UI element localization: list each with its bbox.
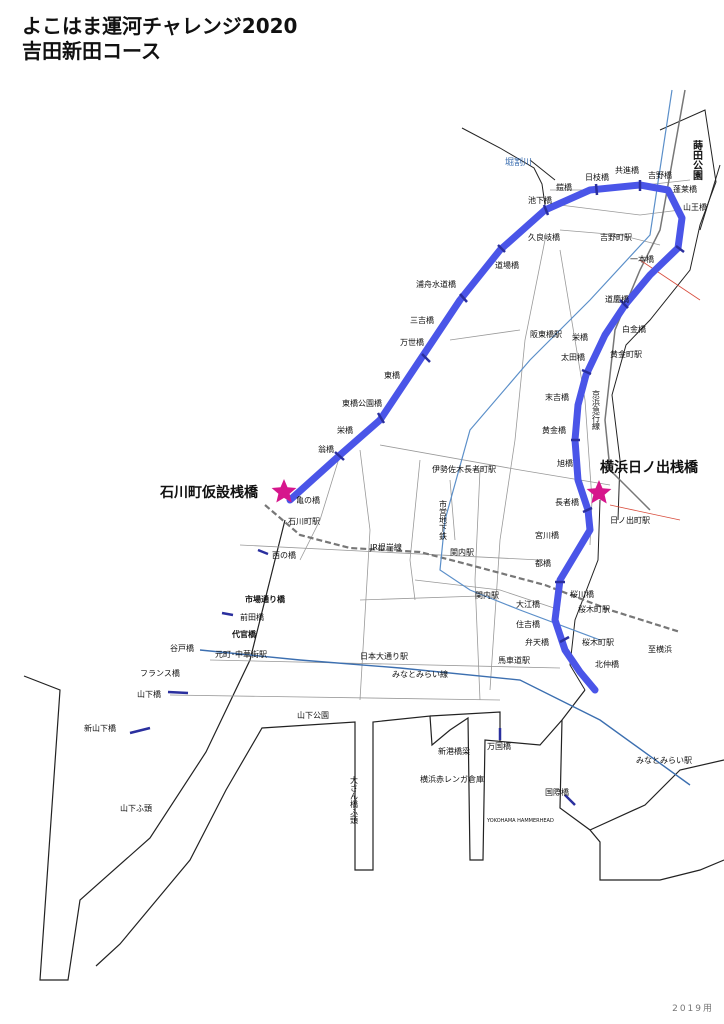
bridge-label: 山王橋	[683, 202, 707, 212]
bridge-label: 一本橋	[630, 254, 654, 264]
line-label-keikyu: 京浜急行線	[592, 389, 601, 430]
bridge-label: 道慶橋	[605, 294, 629, 304]
railways	[199, 89, 701, 786]
station-label: 阪東橋駅	[530, 329, 562, 339]
footer-note: 2019用	[672, 1004, 714, 1014]
bridge-label: 三吉橋	[410, 315, 434, 325]
coastline	[23, 519, 724, 981]
bridge-label: 翁橋	[318, 444, 334, 454]
jr-negishi-line	[264, 504, 681, 634]
station-label: 日本大通り駅	[360, 651, 408, 661]
bridge-label: 代官橋	[231, 629, 257, 639]
bridge-label: 旭橋	[557, 458, 573, 468]
subway-line	[439, 89, 673, 641]
station-labels: 吉野町駅 阪東橋駅 黄金町駅 伊勢佐木長者町駅 日ノ出町駅 石川町駅 関内駅 関…	[215, 233, 692, 765]
start-star-marker	[271, 479, 297, 503]
station-label: 馬車道駅	[498, 655, 530, 665]
area-label-hammerhead: YOKOHAMA HAMMERHEAD	[486, 818, 554, 824]
station-label: 日ノ出町駅	[610, 515, 650, 525]
bridge-label: 鎧橋	[556, 182, 572, 192]
bridge-label: 都橋	[535, 558, 551, 568]
minatomirai-line	[199, 649, 691, 786]
bridge-label: 亀の橋	[296, 495, 320, 505]
area-label-yamashita-pier: 山下ふ頭	[120, 803, 152, 813]
bridge-label: 浦舟水道橋	[416, 279, 456, 289]
bridge-label: 長者橋	[555, 497, 579, 507]
station-label: 関内駅	[450, 547, 474, 557]
bridge-label: 栄橋	[337, 425, 353, 435]
goal-star-marker	[586, 480, 612, 504]
bridge-label: 太田橋	[561, 352, 585, 362]
bridge-label: 共進橋	[615, 165, 639, 175]
station-label: 吉野町駅	[600, 233, 632, 242]
area-label-red-brick: 横浜赤レンガ倉庫	[420, 774, 484, 784]
bridge-label: 谷戸橋	[170, 643, 194, 653]
station-label: 伊勢佐木長者町駅	[432, 464, 496, 474]
station-label: 関内駅	[475, 590, 499, 600]
line-label-jr: JR根岸線	[369, 542, 402, 552]
bridge-label: 栄橋	[572, 332, 588, 342]
bridge-label: 日枝橋	[585, 172, 609, 182]
route-bridge-ticks	[129, 180, 685, 806]
bridge-label: 吉野橋	[648, 170, 672, 180]
line-labels: 京浜急行線 市営地下鉄 JR根岸線 みなとみらい線 至横浜	[369, 389, 672, 679]
bridge-label: 黄金橋	[542, 425, 566, 435]
bridge-label: 万国橋	[487, 741, 511, 751]
bridge-label: 西の橋	[272, 550, 296, 560]
bridge-label: 万世橋	[400, 337, 424, 347]
line-label-subway: 市営地下鉄	[439, 499, 448, 541]
bridge-label: 末吉橋	[545, 392, 569, 402]
area-label-osanbashi: 大さん橋ふ頭	[350, 775, 359, 825]
river-label: 堀割川	[505, 156, 532, 168]
station-label: 元町･中華街駅	[215, 649, 267, 659]
start-point-label: 石川町仮設桟橋	[159, 484, 259, 501]
line-label-to-yokohama: 至横浜	[648, 644, 672, 654]
station-label: 黄金町駅	[610, 349, 642, 359]
station-label: 桜木町駅	[582, 637, 614, 647]
bridge-label: 新港橋梁	[438, 746, 470, 756]
bridge-label: 市場通り橋	[245, 594, 286, 604]
area-labels: 山下公園 大さん橋ふ頭 横浜赤レンガ倉庫 YOKOHAMA HAMMERHEAD…	[120, 710, 554, 825]
title-line-2: 吉田新田コース	[22, 39, 161, 63]
bridge-label: 前田橋	[240, 612, 264, 622]
bridge-label: 新山下橋	[84, 723, 116, 733]
bridge-label: 蓬莱橋	[673, 184, 697, 194]
bridge-label: 住吉橋	[516, 619, 540, 629]
canal-network	[461, 109, 721, 691]
bridge-labels: 日枝橋 共進橋 吉野橋 鎧橋 蓬莱橋 山王橋 池下橋 久良岐橋 道場橋 浦舟水道…	[84, 165, 707, 797]
line-label-minatomirai: みなとみらい線	[392, 669, 448, 679]
bridge-label: 宮川橋	[535, 530, 559, 540]
bridge-label: 桜川橋	[570, 589, 594, 599]
map-title: よこはま運河チャレンジ2020 吉田新田コース	[22, 14, 297, 64]
bridge-label: 山下橋	[137, 689, 161, 699]
goal-point-label: 横浜日ノ出桟橋	[600, 459, 699, 476]
keikyu-line	[604, 89, 686, 511]
bridge-label: 北仲橋	[595, 659, 619, 669]
title-line-1: よこはま運河チャレンジ2020	[22, 14, 298, 38]
road-grid	[169, 179, 691, 701]
station-label: みなとみらい駅	[636, 756, 692, 765]
bridge-label: 久良岐橋	[528, 232, 560, 242]
bridge-label: 東橋公園橋	[342, 398, 382, 408]
bridge-label: 東橋	[384, 370, 400, 380]
bridge-label: 国際橋	[545, 787, 569, 797]
station-label: 石川町駅	[288, 517, 320, 526]
bridge-label: 白金橋	[622, 324, 646, 334]
bridge-label: 大江橋	[516, 599, 540, 609]
bridge-label: 道場橋	[495, 260, 519, 270]
park-label: 蒔田公園	[691, 139, 703, 181]
bridge-label: フランス橋	[140, 668, 180, 678]
bridge-label: 池下橋	[528, 195, 552, 205]
bridge-label: 弁天橋	[525, 637, 549, 647]
area-label-yamashita-park: 山下公園	[297, 710, 329, 720]
station-label: 桜木町駅	[578, 604, 610, 614]
